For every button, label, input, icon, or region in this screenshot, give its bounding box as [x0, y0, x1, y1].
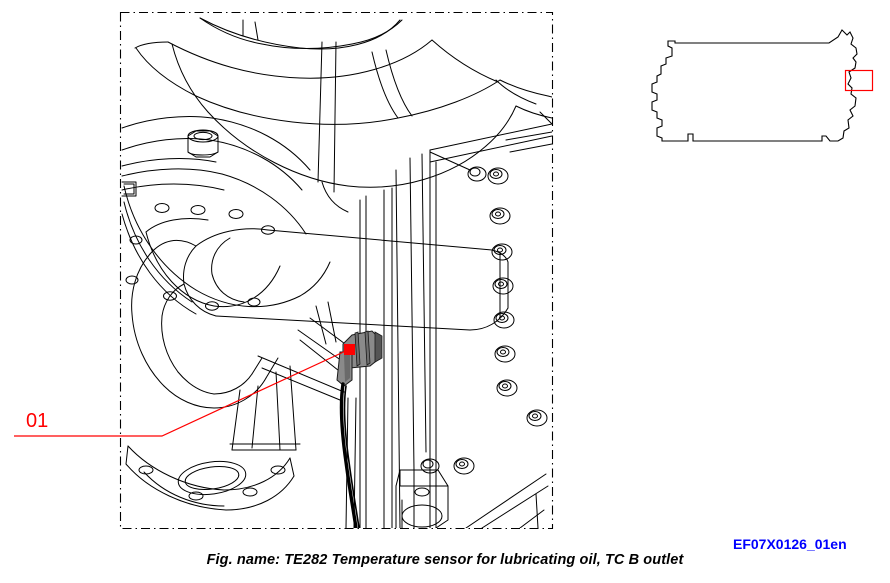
bolt-head [487, 167, 509, 185]
sensor-neck-shade [344, 354, 350, 382]
lower-middle-bracket [395, 458, 449, 528]
bolt-head [420, 458, 440, 474]
bolt-head [489, 207, 511, 225]
mid-boss [429, 151, 487, 182]
left-flange [121, 185, 331, 315]
lower-left-flange [125, 445, 295, 511]
bolt-head [491, 243, 513, 261]
sensor-cable-highlight [343, 385, 360, 528]
figure-caption: Fig. name: TE282 Temperature sensor for … [206, 552, 684, 568]
bolt-head [494, 345, 516, 363]
figure-code: EF07X0126_01en [733, 536, 847, 552]
bolt-column [453, 167, 548, 475]
engine-outline-path [651, 29, 858, 142]
hex-nut-boss [187, 129, 219, 158]
upper-casing-surfaces [134, 17, 552, 188]
bolt-head [453, 457, 475, 475]
volute-housing [121, 116, 311, 235]
bolt-head [467, 166, 487, 182]
sensor-rib-1 [354, 331, 361, 367]
bolt-head [492, 277, 514, 295]
side-cover-panel [429, 123, 552, 528]
drawing-body [121, 17, 552, 528]
bolt-head [493, 311, 515, 329]
diagonal-pipe [183, 228, 509, 331]
sensor-rib-2 [364, 330, 371, 366]
bolt-head [526, 409, 548, 427]
sensor-strut [257, 301, 357, 401]
drawing-frame [119, 11, 554, 530]
support-bracket [229, 365, 301, 451]
callout-label-01: 01 [26, 410, 49, 432]
sensor-end-cap [374, 331, 383, 363]
locator-highlight-box [844, 69, 874, 92]
upper-right-edges [505, 111, 552, 153]
left-edge-bracket [121, 181, 137, 197]
sensor-cable [339, 382, 358, 528]
callout-leader-01 [14, 348, 351, 437]
pipe-elbow [131, 239, 279, 409]
central-rib [242, 19, 349, 213]
bolt-head [496, 379, 518, 397]
bottom-right-gusset [465, 473, 549, 528]
locator-thumbnail [651, 29, 874, 142]
